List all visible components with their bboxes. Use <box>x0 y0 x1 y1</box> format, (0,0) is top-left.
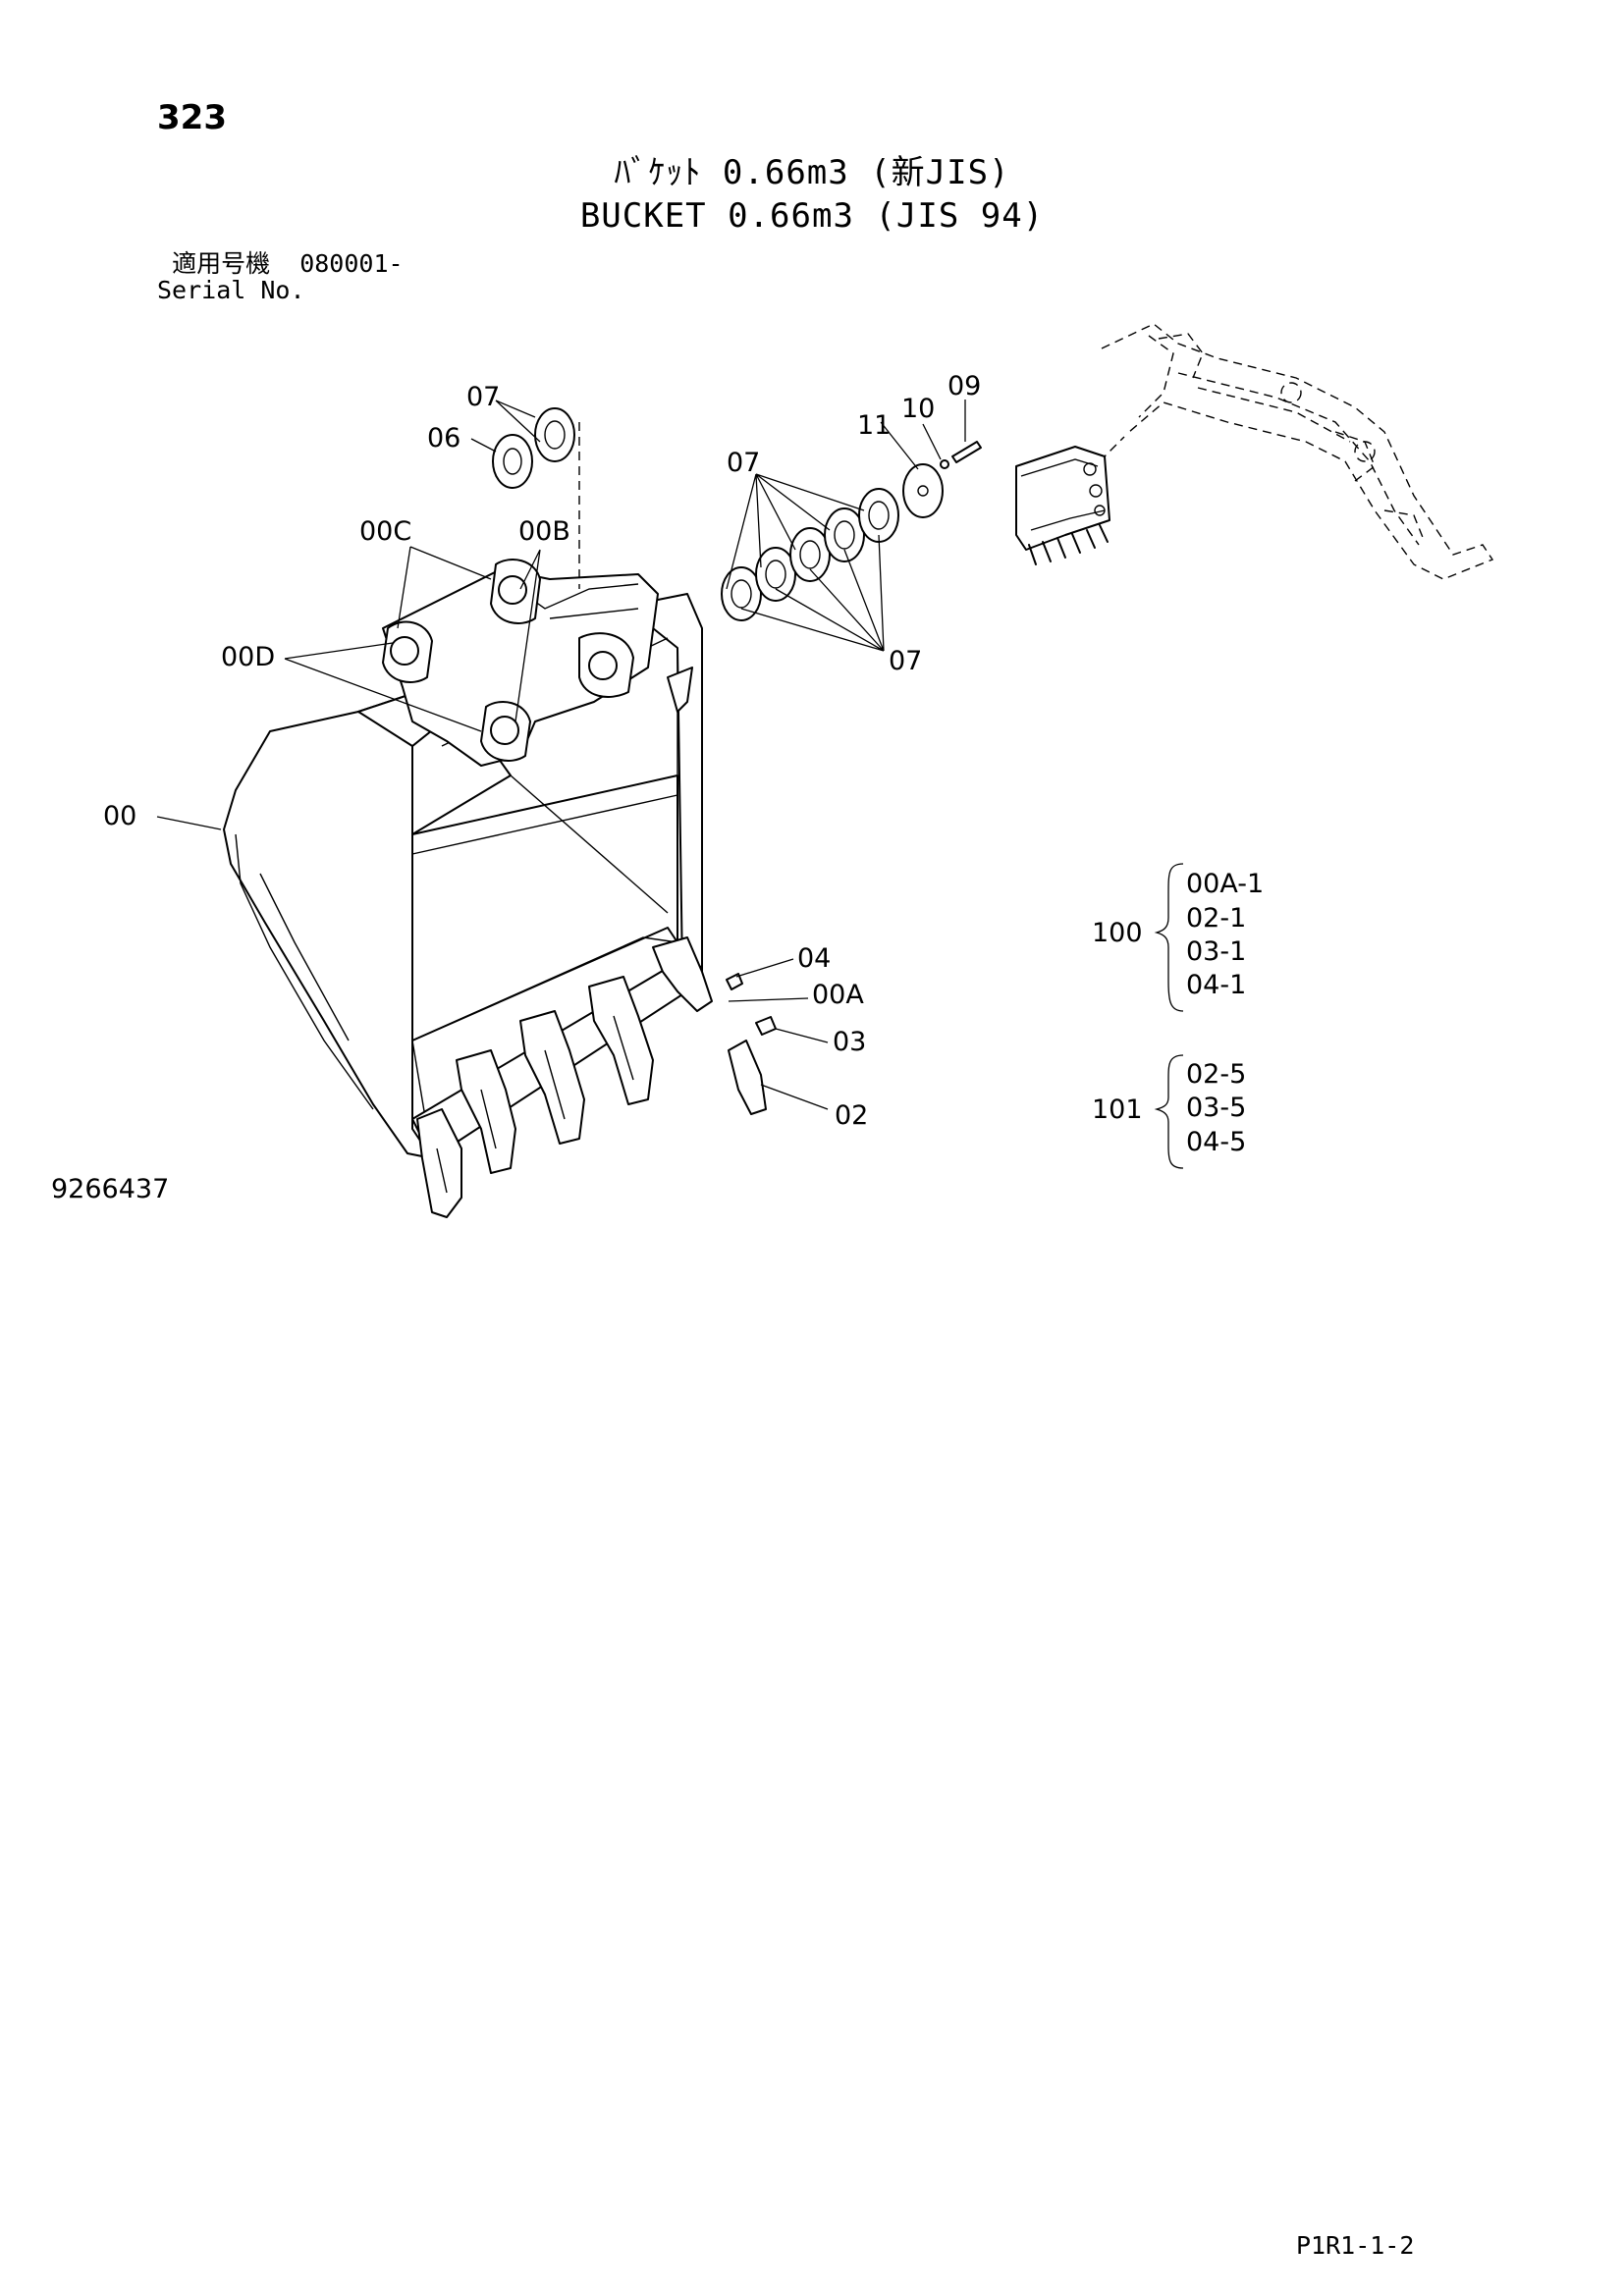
detached-tooth-parts <box>726 973 777 1115</box>
callout-00d: 00D <box>221 642 275 672</box>
callout-11: 11 <box>857 410 891 441</box>
serial-label-en: Serial No. <box>157 276 305 304</box>
kit-100-item: 03-1 <box>1186 936 1246 967</box>
callout-07-mid: 07 <box>727 448 760 478</box>
kit-100: 100 00A-1 02-1 03-1 04-1 <box>1092 863 1264 1012</box>
kit-101: 101 02-5 03-5 04-5 <box>1092 1054 1246 1169</box>
serial-block: 適用号機 080001- Serial No. <box>157 250 404 303</box>
title-english: BUCKET 0.66m3 (JIS 94) <box>579 196 1045 236</box>
machine-overview-sketch <box>1099 323 1494 580</box>
callout-00b: 00B <box>518 516 570 547</box>
kit-101-item: 02-5 <box>1186 1059 1246 1090</box>
shim-group-left <box>492 407 580 589</box>
kit-101-brace <box>1154 1054 1184 1169</box>
callout-labels: 07 06 00C 00B 00D 00 07 11 10 09 07 04 0… <box>103 371 981 1131</box>
callout-07-bottom: 07 <box>889 646 922 676</box>
callout-07-top: 07 <box>466 382 500 412</box>
callout-02: 02 <box>835 1100 868 1131</box>
title-japanese: ﾊﾞｹｯﾄ 0.66m3 (新JIS) <box>614 153 1010 192</box>
leader-lines <box>156 400 966 1110</box>
kit-100-code: 100 <box>1092 918 1143 948</box>
callout-10: 10 <box>901 394 935 424</box>
bucket-teeth <box>416 936 713 1218</box>
kit-100-brace <box>1154 863 1184 1012</box>
kit-100-item: 04-1 <box>1186 970 1246 1000</box>
serial-label-jp: 適用号機 <box>172 249 271 278</box>
kit-101-item: 04-5 <box>1186 1127 1246 1157</box>
callout-09: 09 <box>947 371 981 401</box>
kit-101-item: 03-5 <box>1186 1093 1246 1123</box>
callout-00a: 00A <box>812 980 864 1010</box>
callout-00: 00 <box>103 801 136 831</box>
drawing-part-number: 9266437 <box>51 1174 170 1204</box>
small-bucket-sketch <box>1015 446 1110 565</box>
callout-04: 04 <box>797 943 831 974</box>
serial-row-jp: 適用号機 080001- <box>157 249 404 278</box>
reference-code: P1R1-1-2 <box>1296 2231 1415 2260</box>
callout-03: 03 <box>833 1027 866 1057</box>
callout-06: 06 <box>427 423 460 454</box>
shim-group-right <box>721 441 982 621</box>
callout-00c: 00C <box>359 516 411 547</box>
kit-101-code: 101 <box>1092 1095 1143 1125</box>
kit-100-item: 00A-1 <box>1186 869 1264 899</box>
kit-100-item: 02-1 <box>1186 903 1246 934</box>
page-number: 323 <box>157 98 227 137</box>
serial-value: 080001- <box>299 249 404 278</box>
